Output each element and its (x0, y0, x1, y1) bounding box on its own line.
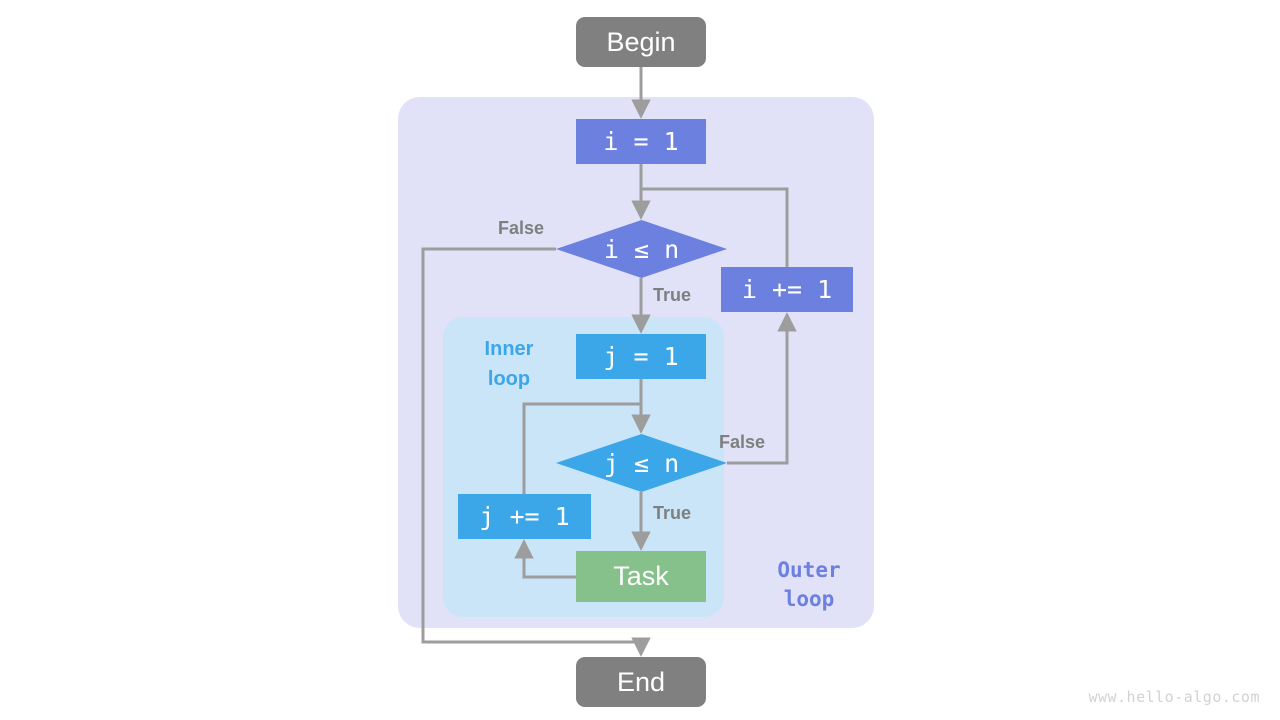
node-j-condition-label: j ≤ n (603, 448, 680, 478)
node-i-increment[interactable]: i += 1 (721, 267, 853, 312)
node-i-init-label: i = 1 (603, 127, 679, 156)
node-end-label: End (616, 666, 666, 697)
node-i-init[interactable]: i = 1 (576, 119, 706, 164)
watermark: www.hello-algo.com (1088, 688, 1260, 706)
node-i-increment-label: i += 1 (741, 275, 833, 304)
node-j-condition[interactable]: j ≤ n (556, 434, 727, 492)
edge-label-outer-false: False (498, 218, 545, 238)
edge-label-inner-true: True (653, 503, 692, 523)
diamond-shape-outer (556, 220, 727, 278)
node-begin[interactable]: Begin (576, 17, 706, 67)
node-end[interactable]: End (576, 657, 706, 707)
node-task-label: Task (613, 561, 669, 591)
node-begin-label: Begin (606, 26, 676, 57)
edge-label-inner-false: False (719, 432, 766, 452)
node-j-increment-label: j += 1 (479, 502, 570, 531)
node-i-condition-label: i ≤ n (603, 234, 680, 264)
inner-loop-label: Inner loop (484, 338, 534, 390)
node-j-init[interactable]: j = 1 (576, 334, 706, 379)
node-j-increment[interactable]: j += 1 (458, 494, 591, 539)
edge-label-outer-true: True (653, 285, 692, 305)
outer-loop-label: Outer loop (777, 558, 841, 611)
node-j-init-label: j = 1 (603, 342, 679, 371)
node-task[interactable]: Task (576, 551, 706, 602)
node-i-condition[interactable]: i ≤ n (556, 220, 727, 278)
diamond-shape-inner (556, 434, 727, 492)
